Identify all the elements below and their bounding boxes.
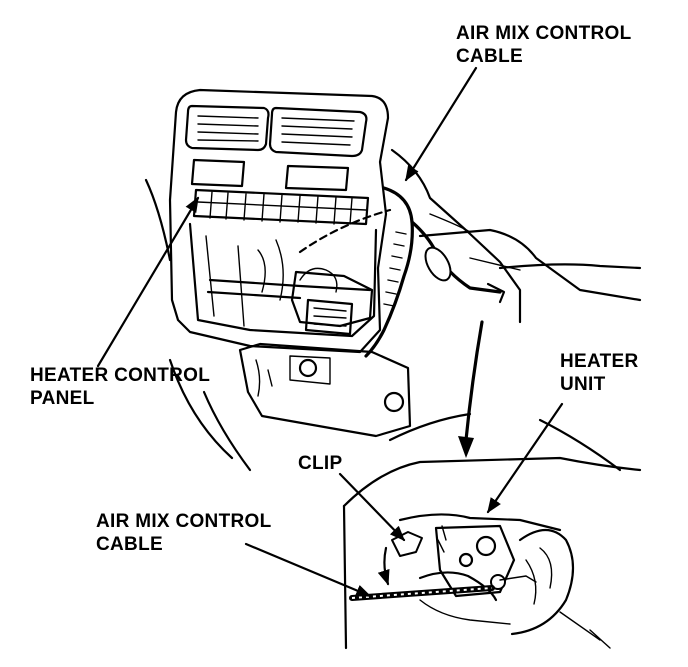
label-line: CABLE bbox=[96, 534, 163, 555]
leader-clip bbox=[338, 472, 406, 542]
leader-heater-unit bbox=[486, 402, 564, 514]
label-clip: CLIP bbox=[298, 452, 342, 475]
leader-lines bbox=[96, 66, 564, 598]
leader-air-mix-top bbox=[404, 66, 478, 182]
label-line: CABLE bbox=[456, 46, 523, 67]
label-line: HEATER CONTROL bbox=[30, 365, 211, 386]
label-line: AIR MIX CONTROL bbox=[456, 23, 632, 44]
heater-unit-detail bbox=[342, 456, 642, 650]
leader-heater-control-panel bbox=[96, 196, 200, 368]
label-line: HEATER bbox=[560, 351, 639, 372]
label-line: AIR MIX CONTROL bbox=[96, 511, 272, 532]
label-heater-unit: HEATER UNIT bbox=[560, 350, 639, 396]
label-air-mix-control-cable-bottom: AIR MIX CONTROL CABLE bbox=[96, 510, 272, 556]
leader-air-mix-bottom bbox=[244, 542, 372, 598]
label-line: CLIP bbox=[298, 453, 343, 474]
label-heater-control-panel: HEATER CONTROL PANEL bbox=[30, 364, 210, 410]
label-line: UNIT bbox=[560, 374, 606, 395]
label-air-mix-control-cable-top: AIR MIX CONTROL CABLE bbox=[456, 22, 632, 68]
dashboard-console bbox=[144, 88, 642, 472]
label-line: PANEL bbox=[30, 388, 95, 409]
